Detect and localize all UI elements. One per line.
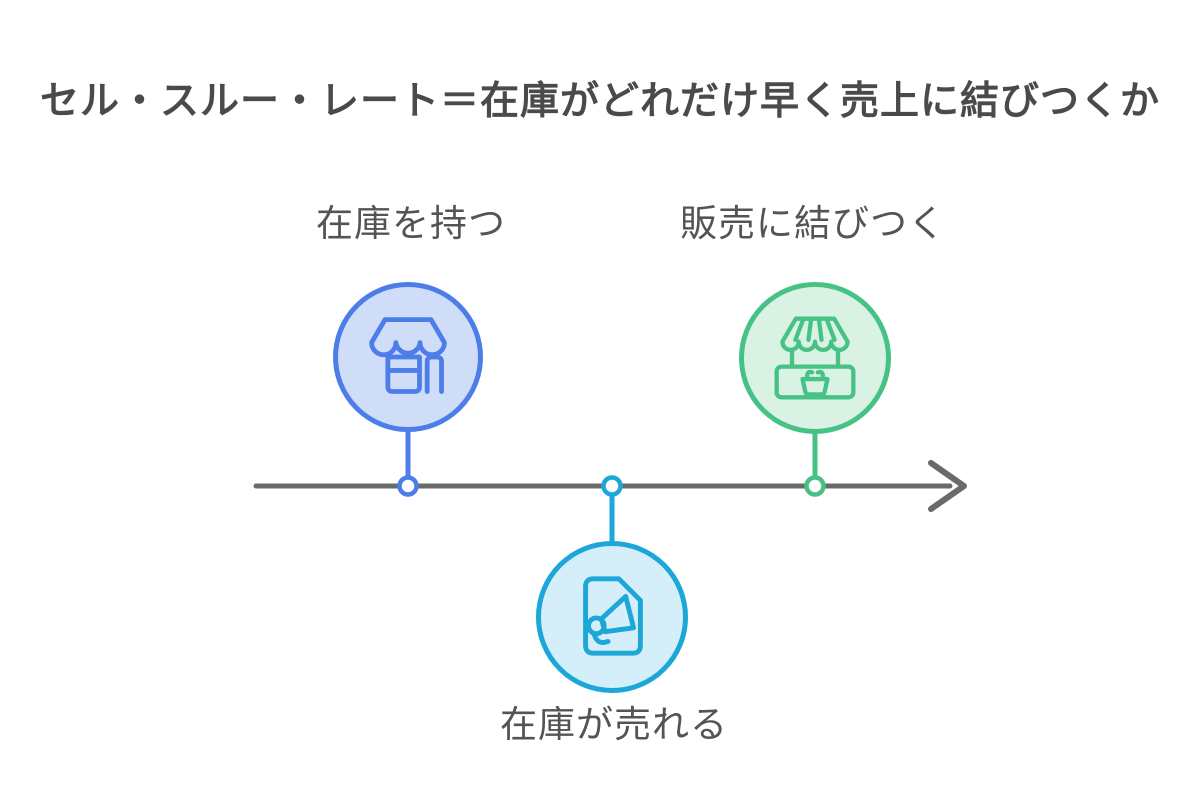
timeline-dot-inventory-sells <box>601 475 623 497</box>
storefront-icon <box>369 317 447 394</box>
node-label-hold-inventory: 在庫を持つ <box>316 203 506 244</box>
node-label-inventory-sells: 在庫が売れる <box>500 704 728 745</box>
node-label-leads-to-sales: 販売に結びつく <box>680 203 946 244</box>
page-title: セル・スルー・レート＝在庫がどれだけ早く売上に結びつくか <box>39 80 1160 123</box>
node-hold-inventory <box>333 282 483 432</box>
timeline-arrowhead-icon <box>928 460 967 512</box>
timeline-dot-leads-to-sales <box>804 475 826 497</box>
market-stall-icon <box>774 316 856 400</box>
timeline-dot-hold-inventory <box>397 475 419 497</box>
megaphone-document-icon <box>583 576 643 656</box>
node-leads-to-sales <box>739 282 891 434</box>
node-inventory-sells <box>536 541 688 693</box>
